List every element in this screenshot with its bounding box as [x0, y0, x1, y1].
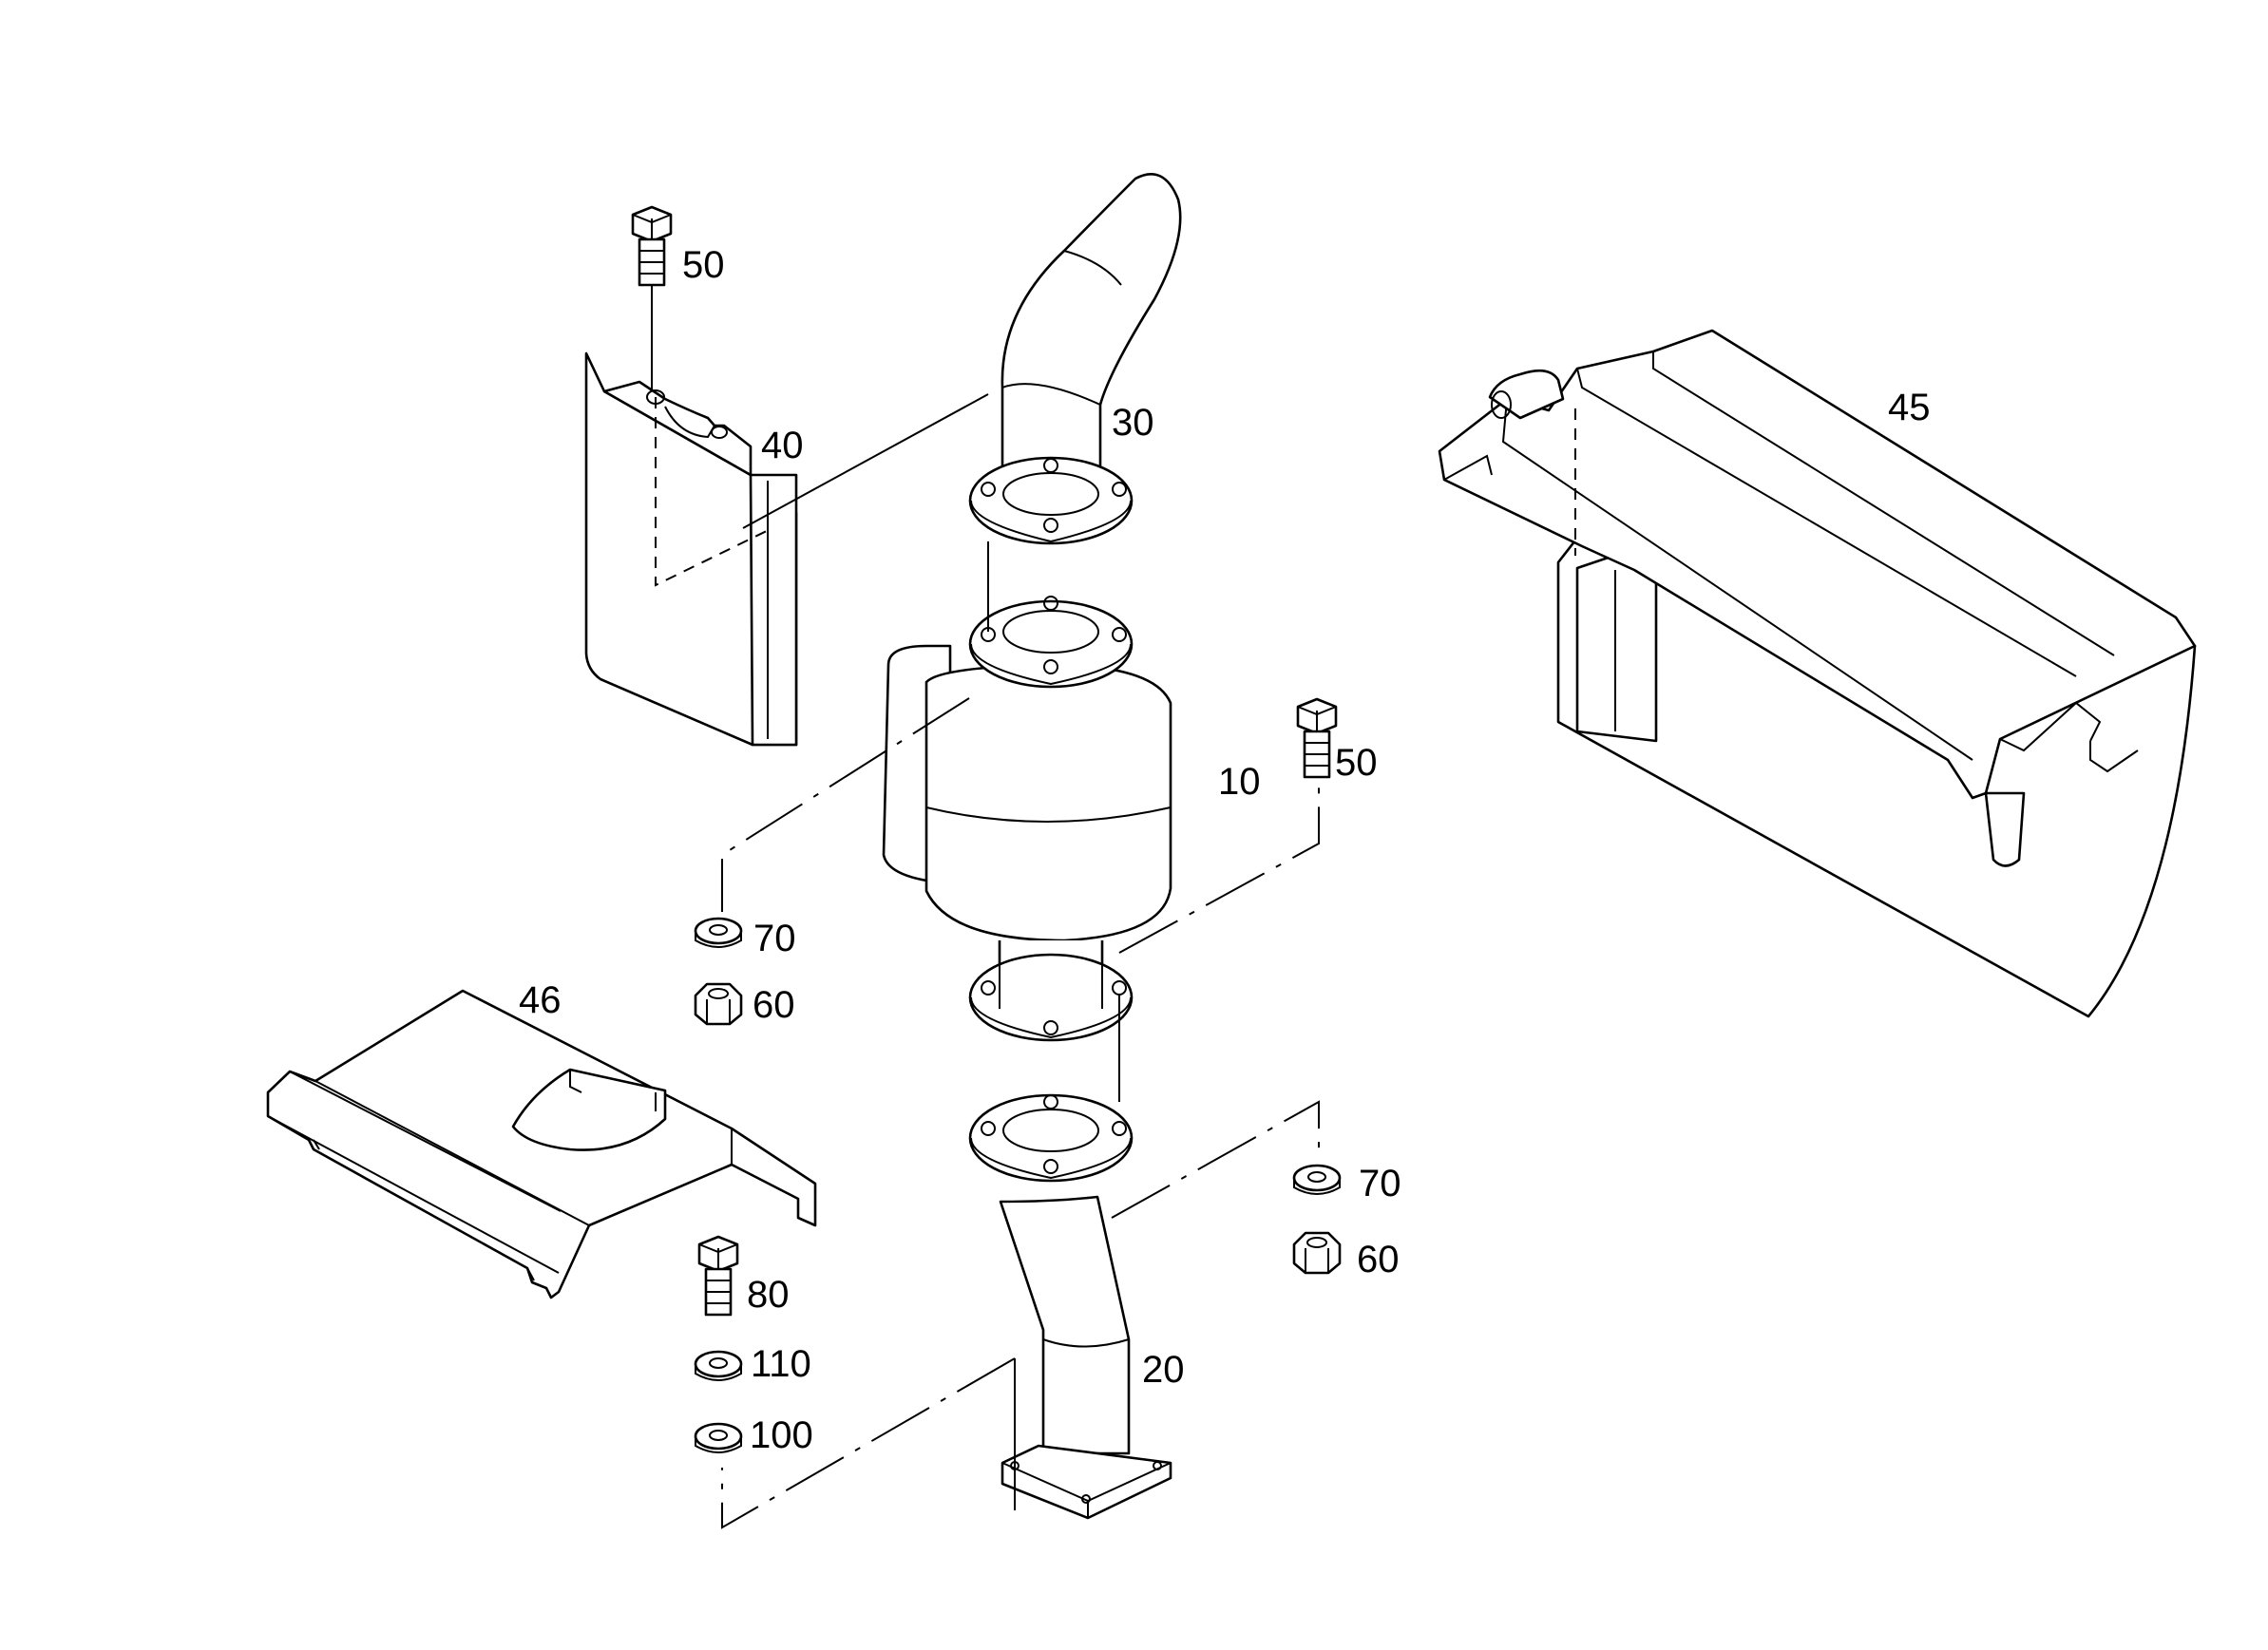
callout-100: 100 — [750, 1414, 813, 1456]
part-45-tunnel-cover — [1438, 329, 2197, 1018]
part-20-lower-pipe — [968, 1093, 1172, 1520]
part-46-cover-plate — [266, 989, 817, 1299]
callout-40: 40 — [761, 425, 804, 466]
callout-80: 80 — [747, 1274, 790, 1316]
callout-20: 20 — [1142, 1349, 1185, 1391]
part-60-nut-left — [694, 982, 743, 1026]
part-80-bolt — [697, 1235, 739, 1317]
callout-46: 46 — [519, 979, 562, 1021]
part-110-washer — [694, 1350, 743, 1381]
part-70-washer-left — [694, 917, 743, 948]
callout-70-left: 70 — [753, 918, 796, 959]
part-50-bolt-right — [1296, 697, 1338, 779]
callout-50-upper: 50 — [682, 244, 725, 286]
callout-60-right: 60 — [1357, 1239, 1400, 1280]
part-30-elbow-pipe — [968, 173, 1182, 545]
callout-45: 45 — [1888, 387, 1931, 428]
part-60-nut-right — [1292, 1231, 1342, 1275]
callout-110: 110 — [751, 1343, 811, 1385]
part-40-heat-shield — [584, 351, 798, 747]
part-10-muffler — [882, 541, 1172, 1102]
callout-70-right: 70 — [1359, 1163, 1401, 1204]
callout-50-right: 50 — [1335, 742, 1378, 784]
callout-30: 30 — [1112, 402, 1154, 444]
part-70-washer-right — [1292, 1164, 1342, 1195]
callout-60-left: 60 — [753, 984, 795, 1026]
callout-labels: 50 40 30 45 10 50 70 60 46 70 60 80 110 … — [519, 244, 1931, 1456]
callout-10: 10 — [1218, 761, 1261, 803]
part-50-bolt-upper — [631, 205, 673, 389]
part-100-washer — [694, 1422, 743, 1453]
